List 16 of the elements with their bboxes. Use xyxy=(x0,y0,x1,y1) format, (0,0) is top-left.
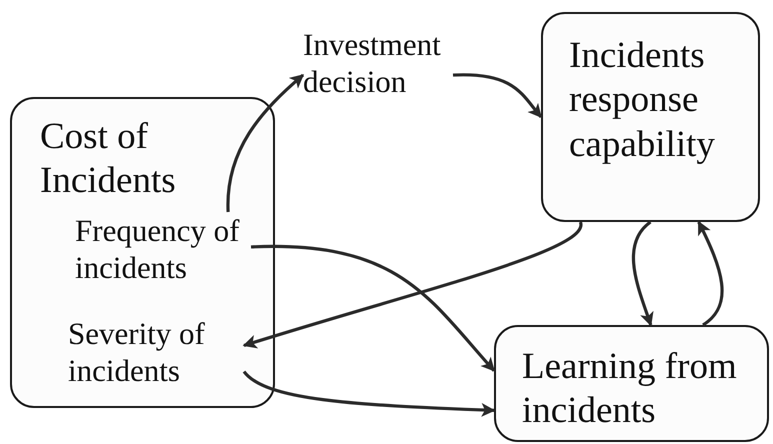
arrow xyxy=(697,220,724,326)
box-title: Learning from incidents xyxy=(522,345,738,434)
arrow xyxy=(632,220,654,326)
node-label: Frequency of incidents xyxy=(75,212,251,286)
arrow xyxy=(242,222,582,348)
arrow xyxy=(242,370,496,417)
rounded-box xyxy=(494,325,769,442)
rounded-box xyxy=(541,12,760,222)
arrow xyxy=(226,74,304,212)
box-title: Cost of Incidents xyxy=(40,115,177,204)
node-label: Investment decision xyxy=(303,26,453,100)
rounded-box xyxy=(10,97,275,408)
box-title: Incidents response capability xyxy=(569,34,716,167)
node-label: Severity of incidents xyxy=(68,315,244,390)
arrow xyxy=(250,245,496,372)
arrow xyxy=(452,73,542,118)
